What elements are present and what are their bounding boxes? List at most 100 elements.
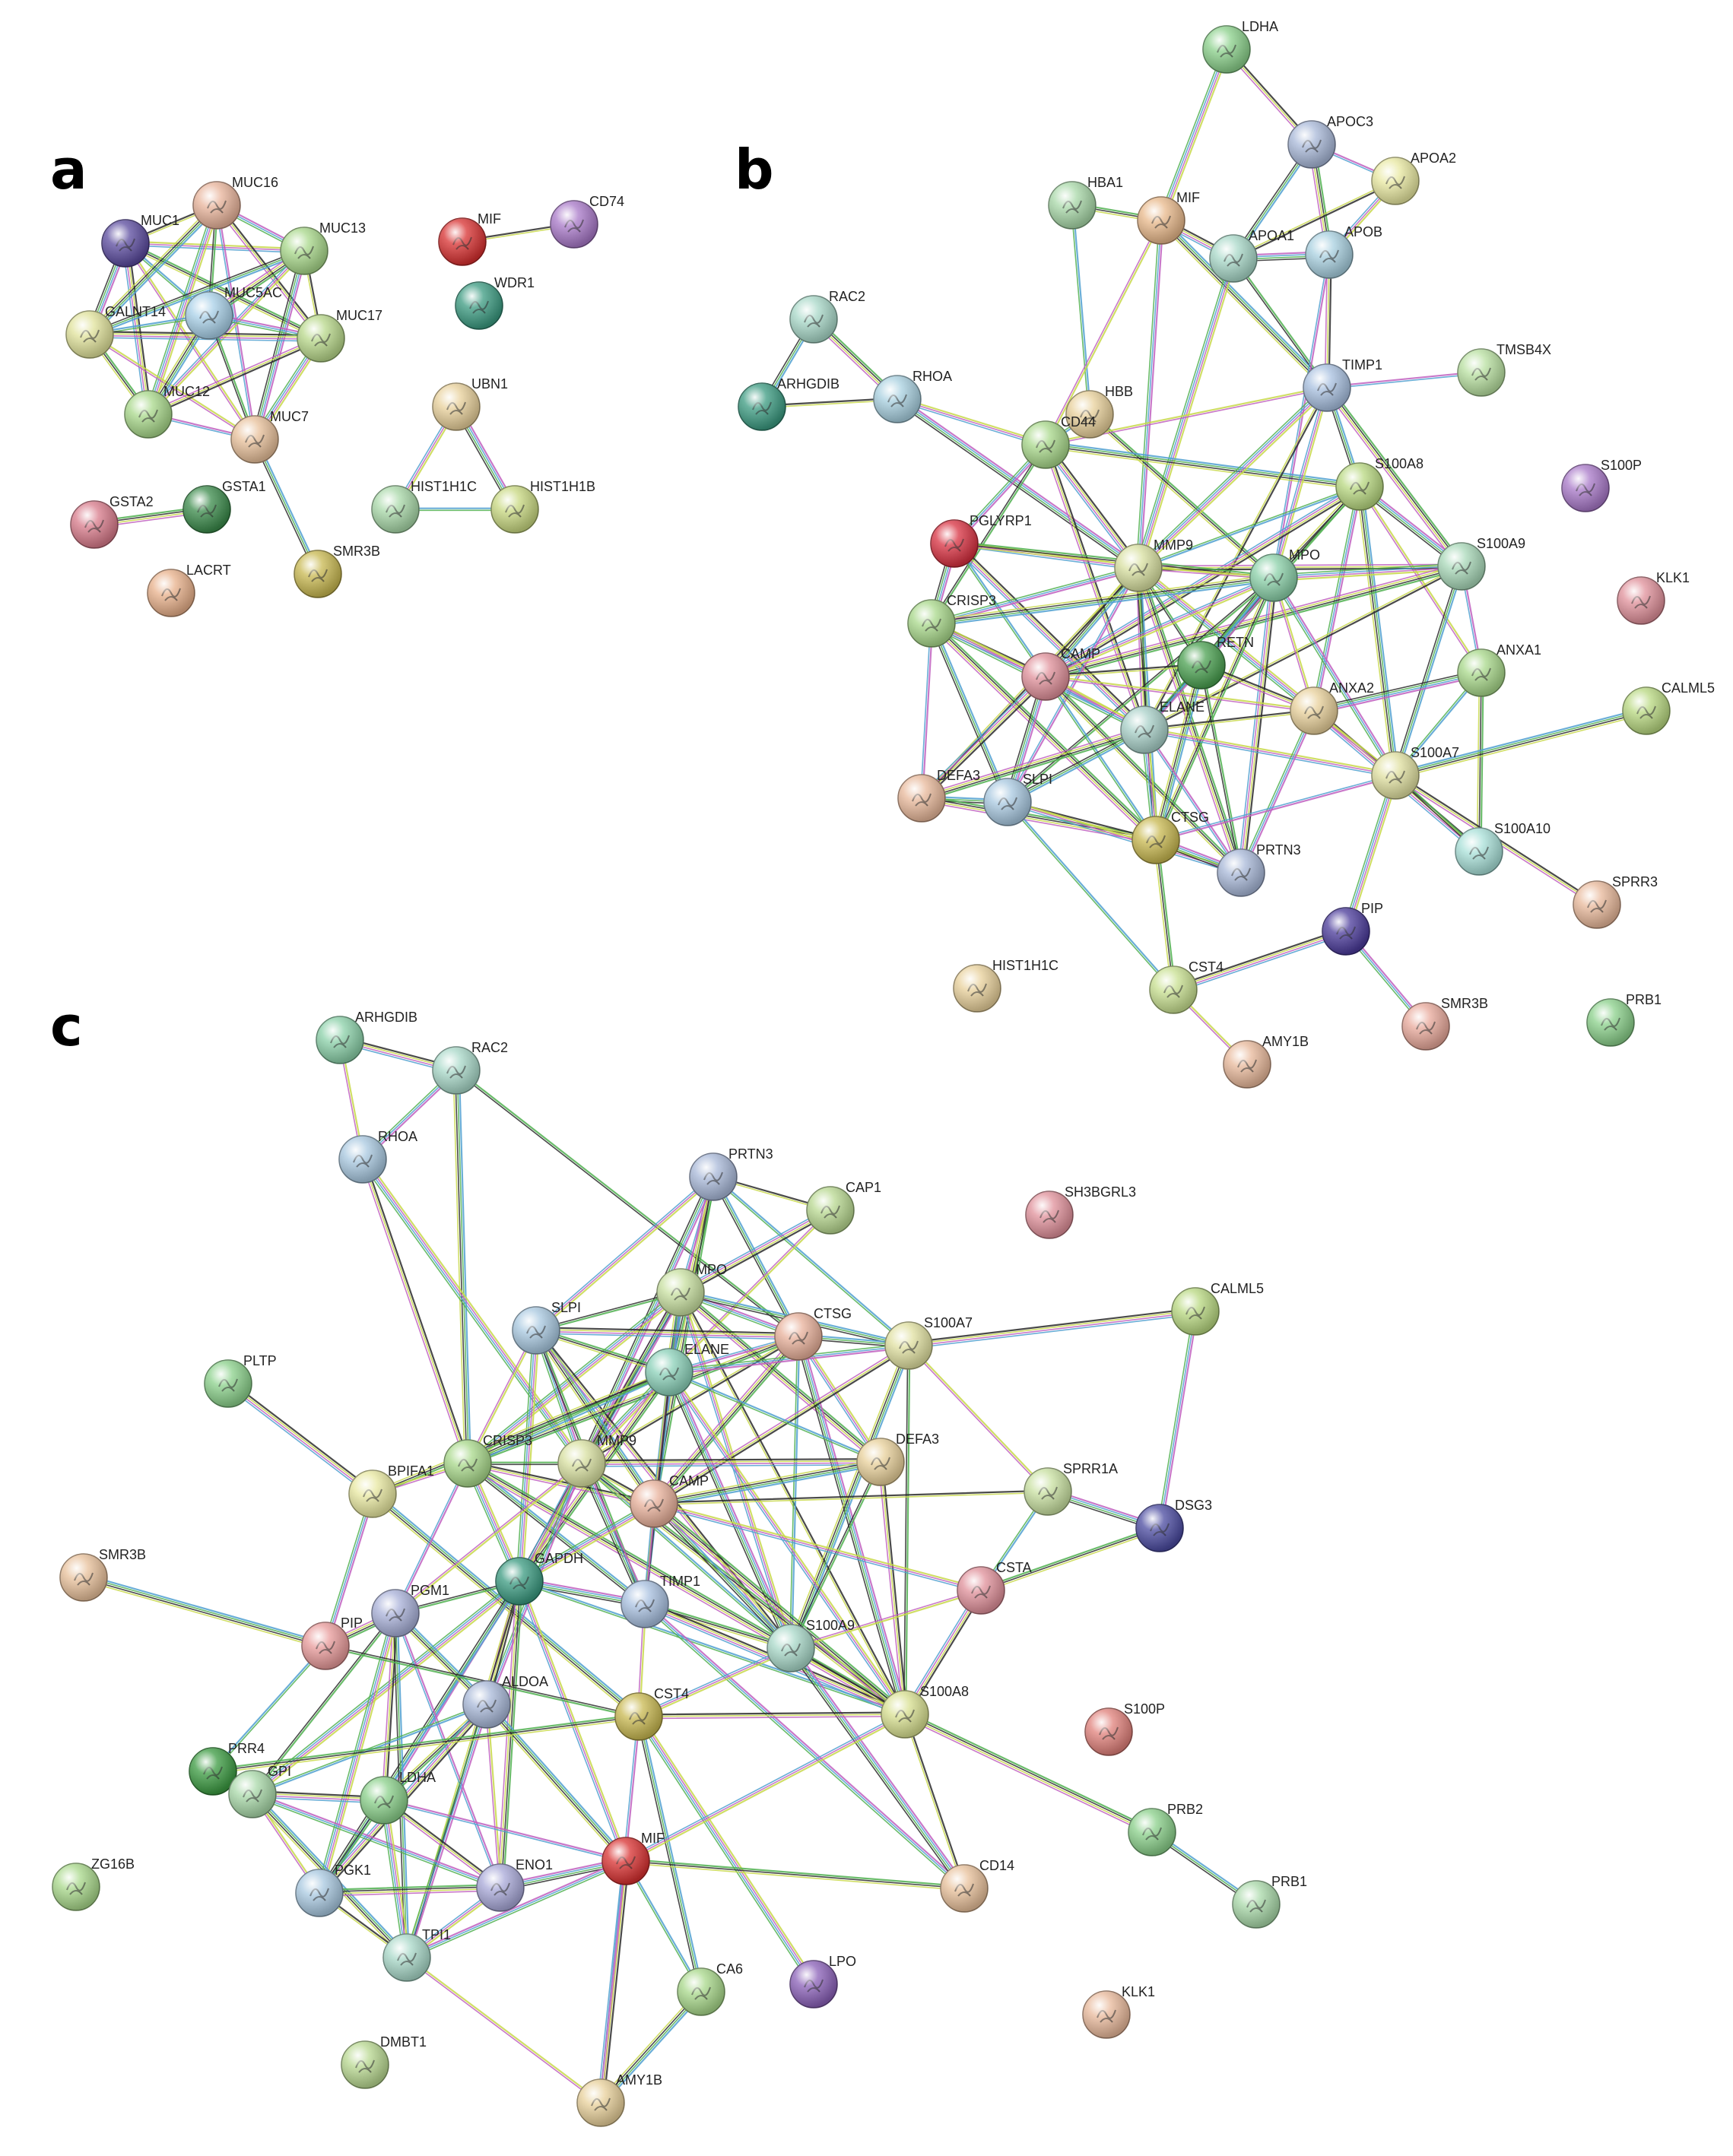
- node-ctsg[interactable]: CTSG: [1132, 810, 1209, 864]
- node-pgm1[interactable]: PGM1: [371, 1583, 449, 1638]
- node-prb1[interactable]: PRB1: [1586, 992, 1662, 1047]
- node-s100a8[interactable]: S100A8: [881, 1684, 969, 1739]
- node-lpo[interactable]: LPO: [789, 1954, 856, 2009]
- node-anxa2[interactable]: ANXA2: [1290, 680, 1374, 735]
- node-prb1[interactable]: PRB1: [1232, 1874, 1307, 1929]
- node-sh3bgrl3[interactable]: SH3BGRL3: [1025, 1184, 1136, 1239]
- node-klk1[interactable]: KLK1: [1617, 570, 1690, 625]
- node-sprr1a[interactable]: SPRR1A: [1024, 1461, 1118, 1516]
- node-cap1[interactable]: CAP1: [806, 1180, 881, 1235]
- node-defa3[interactable]: DEFA3: [897, 768, 980, 823]
- node-muc17[interactable]: MUC17: [297, 308, 382, 363]
- node-retn[interactable]: RETN: [1177, 635, 1254, 690]
- node-hist1h1c[interactable]: HIST1H1C: [953, 958, 1059, 1013]
- node-s100a9[interactable]: S100A9: [767, 1618, 855, 1672]
- node-ldha[interactable]: LDHA: [360, 1770, 436, 1825]
- node-dsg3[interactable]: DSG3: [1135, 1498, 1212, 1552]
- node-amy1b[interactable]: AMY1B: [1223, 1034, 1309, 1089]
- node-ca6[interactable]: CA6: [677, 1961, 743, 2016]
- node-ctsg[interactable]: CTSG: [774, 1306, 852, 1361]
- node-dmbt1[interactable]: DMBT1: [341, 2034, 427, 2089]
- node-pltp[interactable]: PLTP: [204, 1353, 277, 1408]
- node-muc12[interactable]: MUC12: [124, 384, 210, 439]
- node-apob[interactable]: APOB: [1305, 224, 1382, 279]
- node-cd74[interactable]: CD74: [550, 194, 624, 249]
- node-smr3b[interactable]: SMR3B: [59, 1547, 146, 1602]
- node-bpifa1[interactable]: BPIFA1: [348, 1463, 434, 1518]
- node-ubn1[interactable]: UBN1: [432, 376, 508, 431]
- node-s100a7[interactable]: S100A7: [1371, 745, 1459, 800]
- node-timp1[interactable]: TIMP1: [621, 1574, 700, 1628]
- node-rac2[interactable]: RAC2: [789, 289, 865, 344]
- node-prtn3[interactable]: PRTN3: [689, 1146, 773, 1201]
- node-gpi[interactable]: GPI: [228, 1764, 291, 1818]
- node-galnt14[interactable]: GALNT14: [65, 304, 166, 359]
- node-klk1[interactable]: KLK1: [1082, 1984, 1155, 2039]
- node-pgk1[interactable]: PGK1: [295, 1863, 371, 1917]
- node-s100a10[interactable]: S100A10: [1455, 821, 1550, 876]
- node-slpi[interactable]: SLPI: [512, 1300, 581, 1355]
- node-gsta2[interactable]: GSTA2: [70, 494, 154, 549]
- node-apoc3[interactable]: APOC3: [1287, 114, 1373, 169]
- node-wdr1[interactable]: WDR1: [455, 275, 535, 330]
- node-crisp3[interactable]: CRISP3: [443, 1433, 532, 1488]
- node-mif[interactable]: MIF: [1137, 190, 1200, 245]
- node-lacrt[interactable]: LACRT: [147, 563, 231, 617]
- node-pip[interactable]: PIP: [1322, 901, 1383, 956]
- node-mif[interactable]: MIF: [438, 211, 501, 266]
- node-prtn3[interactable]: PRTN3: [1217, 842, 1301, 897]
- node-s100a7[interactable]: S100A7: [884, 1315, 973, 1370]
- node-zg16b[interactable]: ZG16B: [52, 1856, 135, 1911]
- node-muc13[interactable]: MUC13: [280, 220, 366, 275]
- node-csta[interactable]: CSTA: [957, 1560, 1032, 1615]
- node-smr3b[interactable]: SMR3B: [294, 544, 380, 598]
- node-smr3b[interactable]: SMR3B: [1401, 996, 1488, 1051]
- node-prr4[interactable]: PRR4: [189, 1741, 265, 1796]
- node-hba1[interactable]: HBA1: [1048, 175, 1123, 230]
- node-ldha[interactable]: LDHA: [1202, 19, 1278, 74]
- node-gapdh[interactable]: GAPDH: [495, 1551, 583, 1606]
- node-mif[interactable]: MIF: [601, 1831, 665, 1885]
- node-defa3[interactable]: DEFA3: [856, 1432, 939, 1486]
- node-elane[interactable]: ELANE: [645, 1342, 729, 1397]
- node-camp[interactable]: CAMP: [1021, 646, 1100, 701]
- node-anxa1[interactable]: ANXA1: [1457, 642, 1541, 697]
- node-s100p[interactable]: S100P: [1084, 1701, 1165, 1756]
- node-cst4[interactable]: CST4: [1149, 959, 1224, 1014]
- node-pglyrp1[interactable]: PGLYRP1: [930, 513, 1032, 568]
- node-hbb[interactable]: HBB: [1065, 384, 1133, 439]
- node-tmsb4x[interactable]: TMSB4X: [1457, 342, 1551, 397]
- node-cst4[interactable]: CST4: [614, 1686, 689, 1741]
- node-crisp3[interactable]: CRISP3: [907, 593, 996, 648]
- node-slpi[interactable]: SLPI: [983, 772, 1052, 826]
- node-mmp9[interactable]: MMP9: [1114, 537, 1193, 592]
- node-rhoa[interactable]: RHOA: [873, 369, 952, 423]
- node-amy1b[interactable]: AMY1B: [576, 2072, 662, 2127]
- node-rac2[interactable]: RAC2: [432, 1040, 508, 1095]
- node-elane[interactable]: ELANE: [1120, 699, 1205, 754]
- node-camp[interactable]: CAMP: [630, 1473, 709, 1528]
- node-arhgdib[interactable]: ARHGDIB: [738, 376, 840, 431]
- node-prb2[interactable]: PRB2: [1128, 1802, 1203, 1856]
- node-cd44[interactable]: CD44: [1021, 414, 1096, 469]
- node-mpo[interactable]: MPO: [1249, 547, 1320, 602]
- node-gsta1[interactable]: GSTA1: [183, 479, 266, 534]
- node-arhgdib[interactable]: ARHGDIB: [316, 1010, 417, 1064]
- node-mpo[interactable]: MPO: [656, 1262, 727, 1317]
- node-calml5[interactable]: CALML5: [1622, 680, 1715, 735]
- node-mmp9[interactable]: MMP9: [557, 1433, 636, 1488]
- node-muc16[interactable]: MUC16: [192, 175, 278, 230]
- node-s100p[interactable]: S100P: [1561, 458, 1642, 512]
- node-s100a9[interactable]: S100A9: [1437, 536, 1525, 591]
- node-s100a8[interactable]: S100A8: [1335, 456, 1424, 511]
- node-timp1[interactable]: TIMP1: [1303, 357, 1382, 412]
- node-aldoa[interactable]: ALDOA: [462, 1674, 548, 1729]
- node-calml5[interactable]: CALML5: [1171, 1281, 1264, 1336]
- node-apoa1[interactable]: APOA1: [1209, 228, 1294, 283]
- node-muc1[interactable]: MUC1: [101, 213, 179, 268]
- node-eno1[interactable]: ENO1: [476, 1857, 553, 1912]
- node-apoa2[interactable]: APOA2: [1371, 151, 1456, 205]
- node-pip[interactable]: PIP: [301, 1615, 363, 1670]
- node-hist1h1b[interactable]: HIST1H1B: [490, 479, 595, 534]
- node-muc7[interactable]: MUC7: [230, 409, 309, 464]
